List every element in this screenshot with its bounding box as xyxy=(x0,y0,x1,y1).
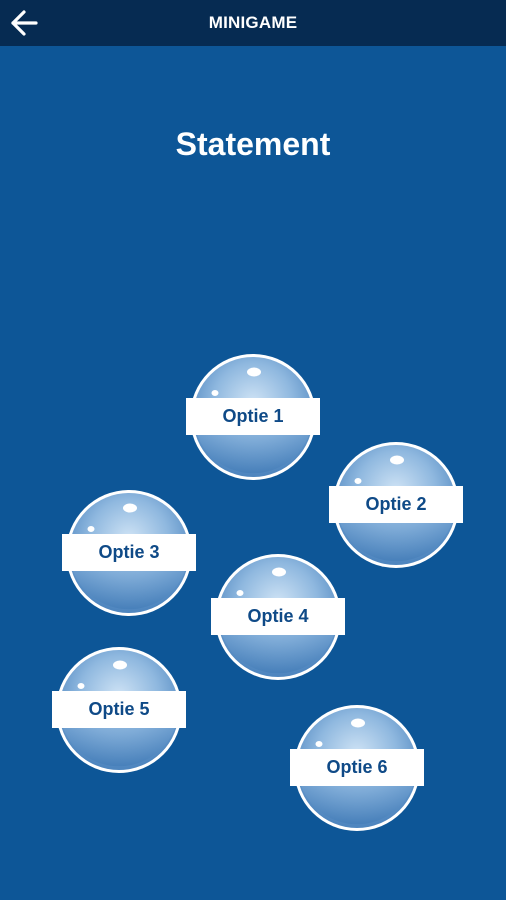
back-button[interactable] xyxy=(6,5,42,41)
option-label: Optie 1 xyxy=(186,398,320,435)
option-bubble-6[interactable]: Optie 6 xyxy=(290,703,424,833)
option-label: Optie 2 xyxy=(329,486,463,523)
option-label: Optie 5 xyxy=(52,691,186,728)
arrow-left-icon xyxy=(11,10,38,36)
option-bubble-2[interactable]: Optie 2 xyxy=(329,440,463,570)
option-label: Optie 4 xyxy=(211,598,345,635)
option-bubble-1[interactable]: Optie 1 xyxy=(186,352,320,482)
option-label: Optie 3 xyxy=(62,534,196,571)
statement-text: Statement xyxy=(175,126,331,162)
header-title: MINIGAME xyxy=(208,13,298,32)
app-header: MINIGAME xyxy=(0,0,506,46)
option-label: Optie 6 xyxy=(290,749,424,786)
option-bubble-5[interactable]: Optie 5 xyxy=(52,645,186,775)
option-bubble-3[interactable]: Optie 3 xyxy=(62,488,196,618)
option-bubble-4[interactable]: Optie 4 xyxy=(211,552,345,682)
